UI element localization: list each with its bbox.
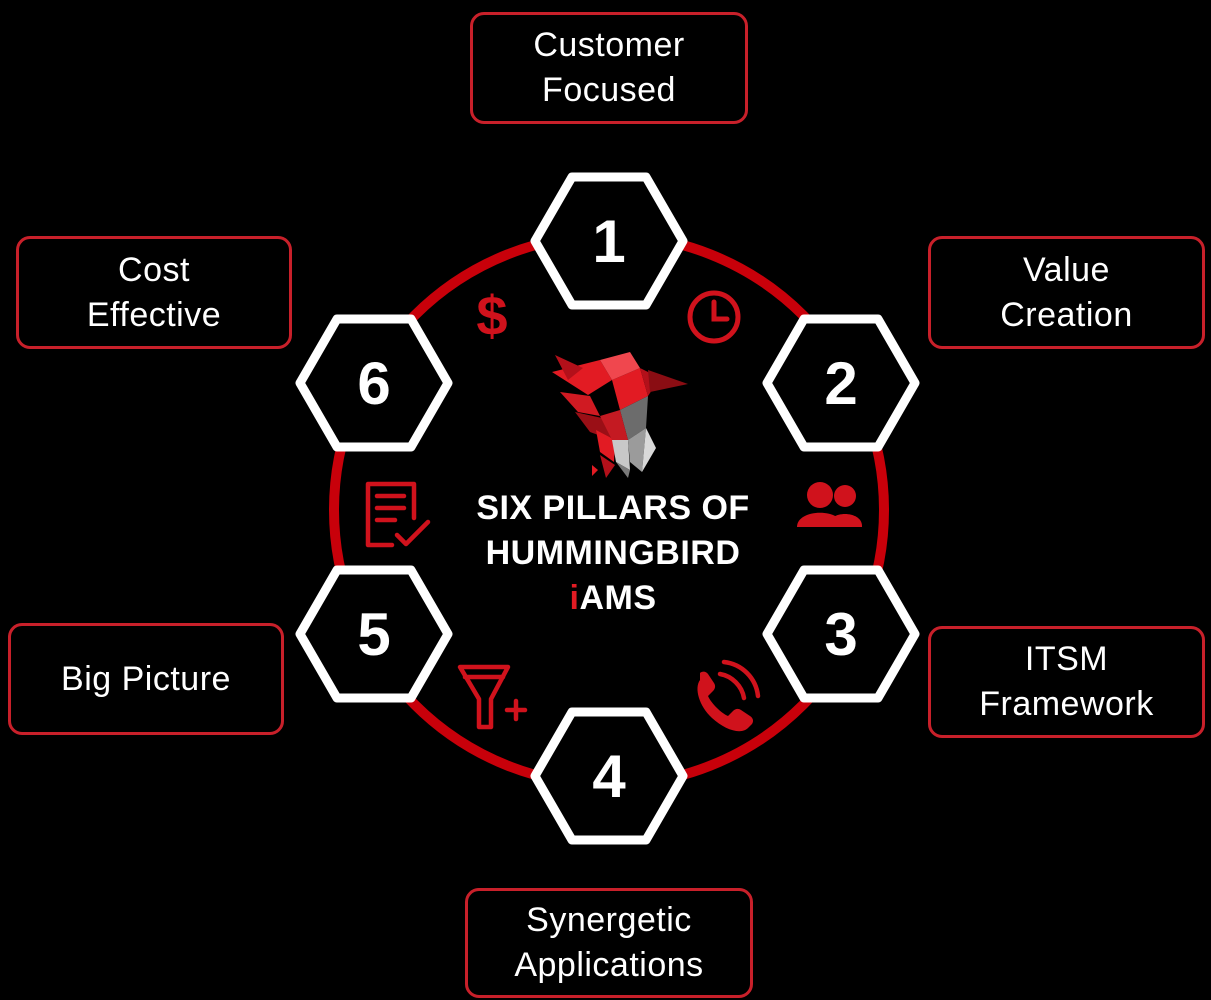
pillar-2-label-line2: Creation xyxy=(1000,295,1133,334)
hexagon-3-number: 3 xyxy=(824,601,857,668)
hexagon-1-number: 1 xyxy=(592,208,625,275)
pillar-2-label-line1: Value xyxy=(1023,250,1110,289)
hexagon-2: 2 xyxy=(762,314,920,452)
hexagon-4-number: 4 xyxy=(592,743,626,810)
dollar-icon: $ xyxy=(476,284,507,347)
hexagon-4: 4 xyxy=(530,707,688,845)
pillar-4-label-line1: Synergetic xyxy=(526,901,692,939)
checklist-document-icon xyxy=(365,481,431,548)
diagram-title: SIX PILLARS OF HUMMINGBIRD iAMS xyxy=(435,486,791,621)
hexagon-5: 5 xyxy=(295,565,453,703)
pillar-5-label-box: Big Picture xyxy=(8,623,284,735)
pillar-4-label-line2: Applications xyxy=(514,946,704,984)
hexagon-2-number: 2 xyxy=(824,350,857,417)
pillar-1-label-box: Customer Focused xyxy=(470,12,748,124)
pillar-3-label-line2: Framework xyxy=(979,685,1154,723)
hexagon-3: 3 xyxy=(762,565,920,703)
title-accent-i: i xyxy=(569,579,580,617)
pillar-2-label-box: Value Creation xyxy=(928,236,1205,349)
pillar-6-label-line1: Cost xyxy=(118,250,190,289)
pillar-4-label-box: Synergetic Applications xyxy=(465,888,753,998)
pillar-3-label-box: ITSM Framework xyxy=(928,626,1205,738)
pillar-1-label-line1: Customer xyxy=(533,26,685,64)
users-icon xyxy=(797,482,862,527)
hexagon-6: 6 xyxy=(295,314,453,452)
pillar-6-label-box: Cost Effective xyxy=(16,236,292,349)
phone-icon xyxy=(697,659,761,732)
funnel-plus-icon xyxy=(457,664,528,730)
title-line-3: iAMS xyxy=(435,576,791,621)
hummingbird-logo xyxy=(552,352,688,478)
hexagon-5-number: 5 xyxy=(357,601,390,668)
pillar-5-label-line1: Big Picture xyxy=(61,659,231,698)
title-line-1: SIX PILLARS OF xyxy=(476,489,750,527)
hexagon-1: 1 xyxy=(530,172,688,310)
pillar-1-label-line2: Focused xyxy=(542,71,676,109)
svg-text:$: $ xyxy=(476,284,507,347)
title-line-3-rest: AMS xyxy=(579,579,657,617)
clock-icon xyxy=(687,290,741,344)
title-line-2: HUMMINGBIRD xyxy=(485,534,741,572)
hexagon-6-number: 6 xyxy=(357,350,390,417)
pillar-6-label-line2: Effective xyxy=(86,295,222,334)
pillar-3-label-line1: ITSM xyxy=(1024,640,1109,678)
